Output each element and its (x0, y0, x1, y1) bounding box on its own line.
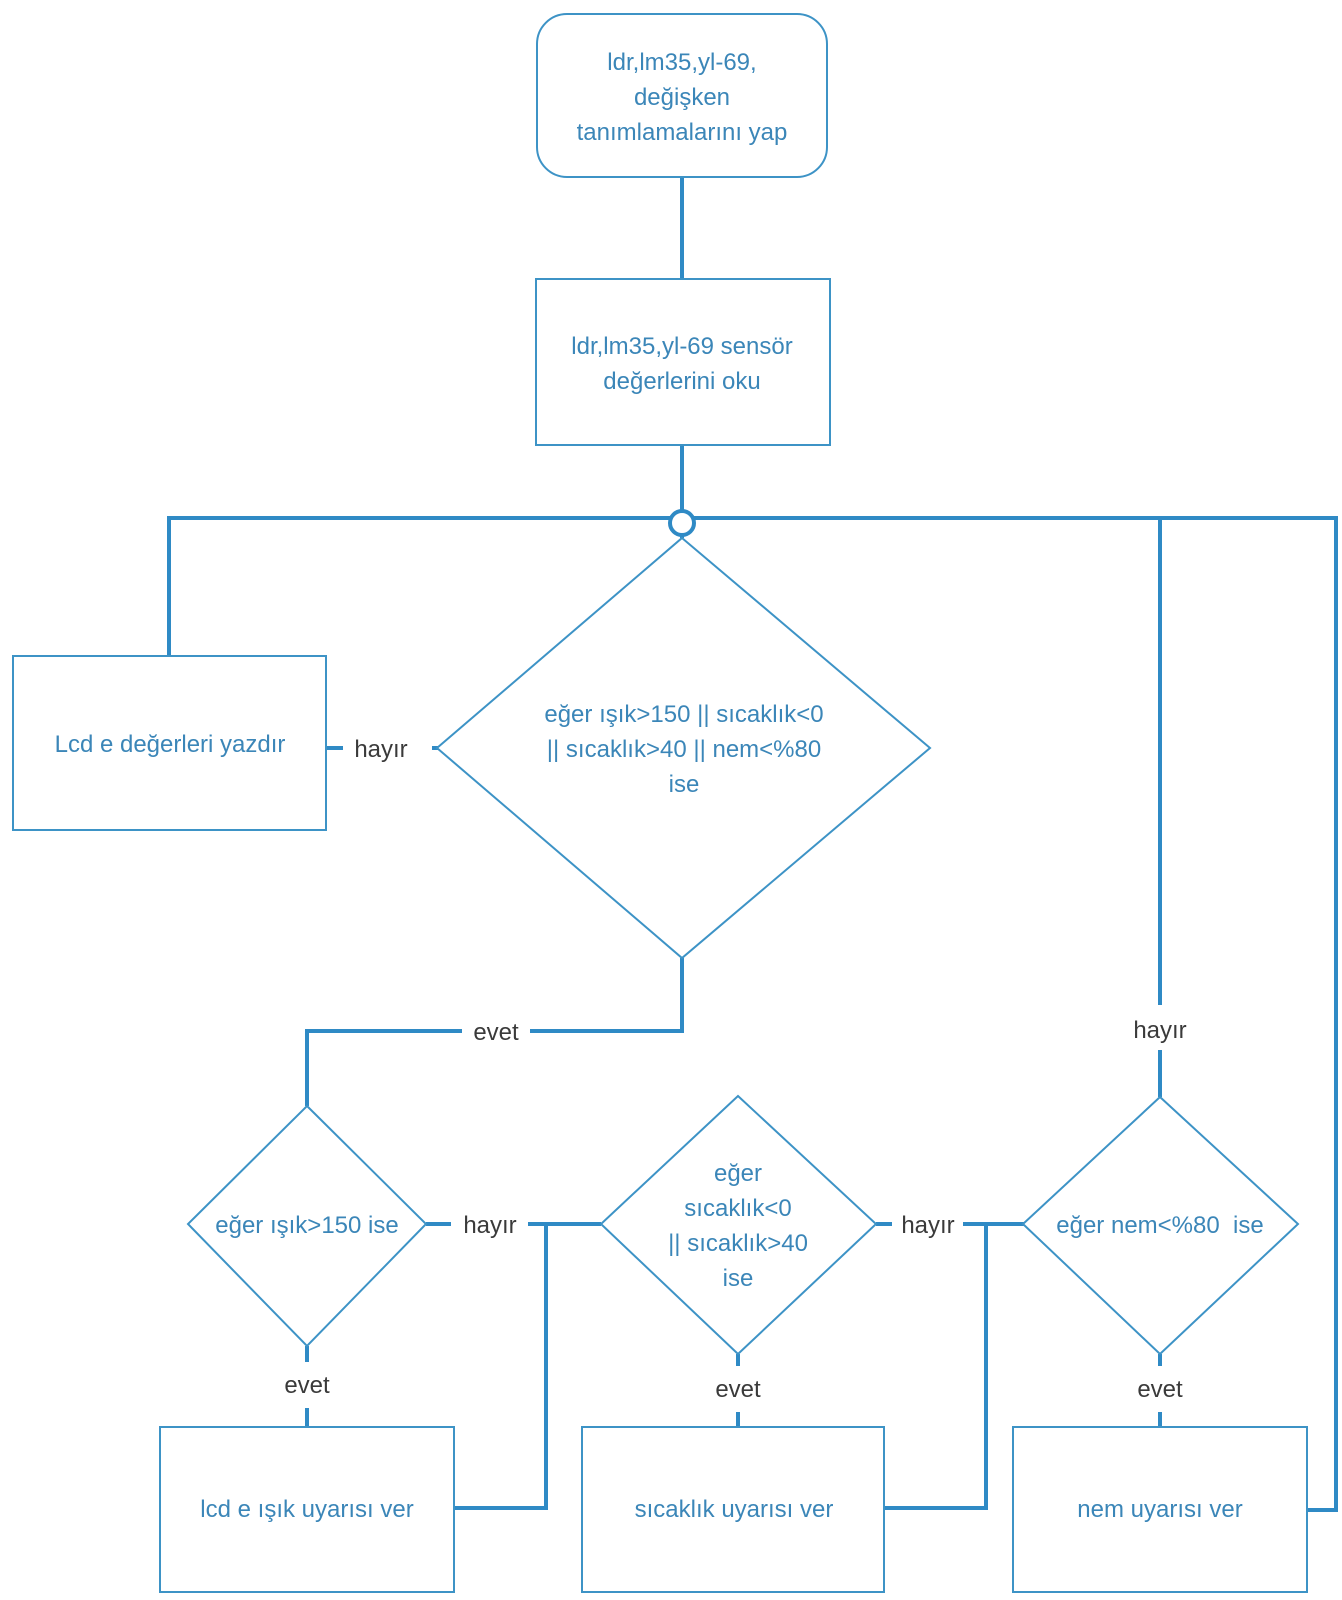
humidity-decision-label: eğer nem<%80 ise (1056, 1212, 1263, 1239)
connector-light-warning-merge (453, 1224, 548, 1510)
light-warning-node: lcd e ışık uyarısı ver (159, 1426, 455, 1593)
temperature-warning-node: sıcaklık uyarısı ver (581, 1426, 885, 1593)
lcd-write-label: Lcd e değerleri yazdır (55, 731, 286, 758)
edge-labels: hayır evet hayır hayır hayır evet evet e… (284, 736, 1186, 1403)
temp-warning-label: sıcaklık uyarısı ver (635, 1496, 834, 1523)
junction-circle (668, 509, 696, 537)
start-node-line-1: ldr,lm35,yl-69, (607, 49, 756, 76)
connector-right-loop (694, 516, 1338, 1512)
edge-label-humidity-no: hayır (1133, 1017, 1186, 1044)
humidity-warning-node: nem uyarısı ver (1012, 1426, 1308, 1593)
connector-main-yes (530, 958, 684, 1033)
edge-label-humidity-yes: evet (1137, 1376, 1183, 1403)
light-decision-label: eğer ışık>150 ise (215, 1212, 398, 1239)
main-decision-line-3: ise (669, 771, 700, 798)
humidity-warning-label: nem uyarısı ver (1077, 1496, 1242, 1523)
start-node: ldr,lm35,yl-69, değişken tanımlamalarını… (536, 13, 828, 178)
main-decision-line-2: || sıcaklık>40 || nem<%80 (547, 736, 821, 763)
main-decision-node: eğer ışık>150 || sıcaklık<0 || sıcaklık>… (435, 536, 932, 960)
connector-temp-warning-merge (884, 1224, 988, 1510)
temperature-decision-node: eğer sıcaklık<0 || sıcaklık>40 ise (599, 1094, 878, 1356)
edge-label-temp-no: hayır (901, 1212, 954, 1239)
light-decision-node: eğer ışık>150 ise (186, 1104, 428, 1348)
connector-lcd-loop (167, 516, 670, 655)
connectors (167, 178, 1338, 1512)
temp-decision-line-2: sıcaklık<0 (684, 1195, 791, 1222)
read-node-line-2: değerlerini oku (603, 368, 760, 395)
edge-label-light-no: hayır (463, 1212, 516, 1239)
start-node-line-2: değişken (634, 84, 730, 111)
main-decision-line-1: eğer ışık>150 || sıcaklık<0 (544, 701, 823, 728)
edge-label-temp-yes: evet (715, 1376, 761, 1403)
edge-label-main-yes: evet (473, 1019, 519, 1046)
light-warning-label: lcd e ışık uyarısı ver (200, 1496, 413, 1523)
lcd-write-node: Lcd e değerleri yazdır (12, 655, 327, 831)
temp-decision-line-4: ise (723, 1265, 754, 1292)
read-sensors-node: ldr,lm35,yl-69 sensör değerlerini oku (535, 278, 831, 446)
edge-label-main-no: hayır (354, 736, 407, 763)
read-node-line-1: ldr,lm35,yl-69 sensör (571, 333, 792, 360)
temp-decision-line-1: eğer (714, 1160, 762, 1187)
edge-label-light-yes: evet (284, 1372, 330, 1399)
start-node-line-3: tanımlamalarını yap (577, 119, 788, 146)
connector-main-yes-b (305, 1029, 462, 1106)
temp-decision-line-3: || sıcaklık>40 (668, 1230, 808, 1257)
humidity-decision-node: eğer nem<%80 ise (1021, 1095, 1300, 1356)
